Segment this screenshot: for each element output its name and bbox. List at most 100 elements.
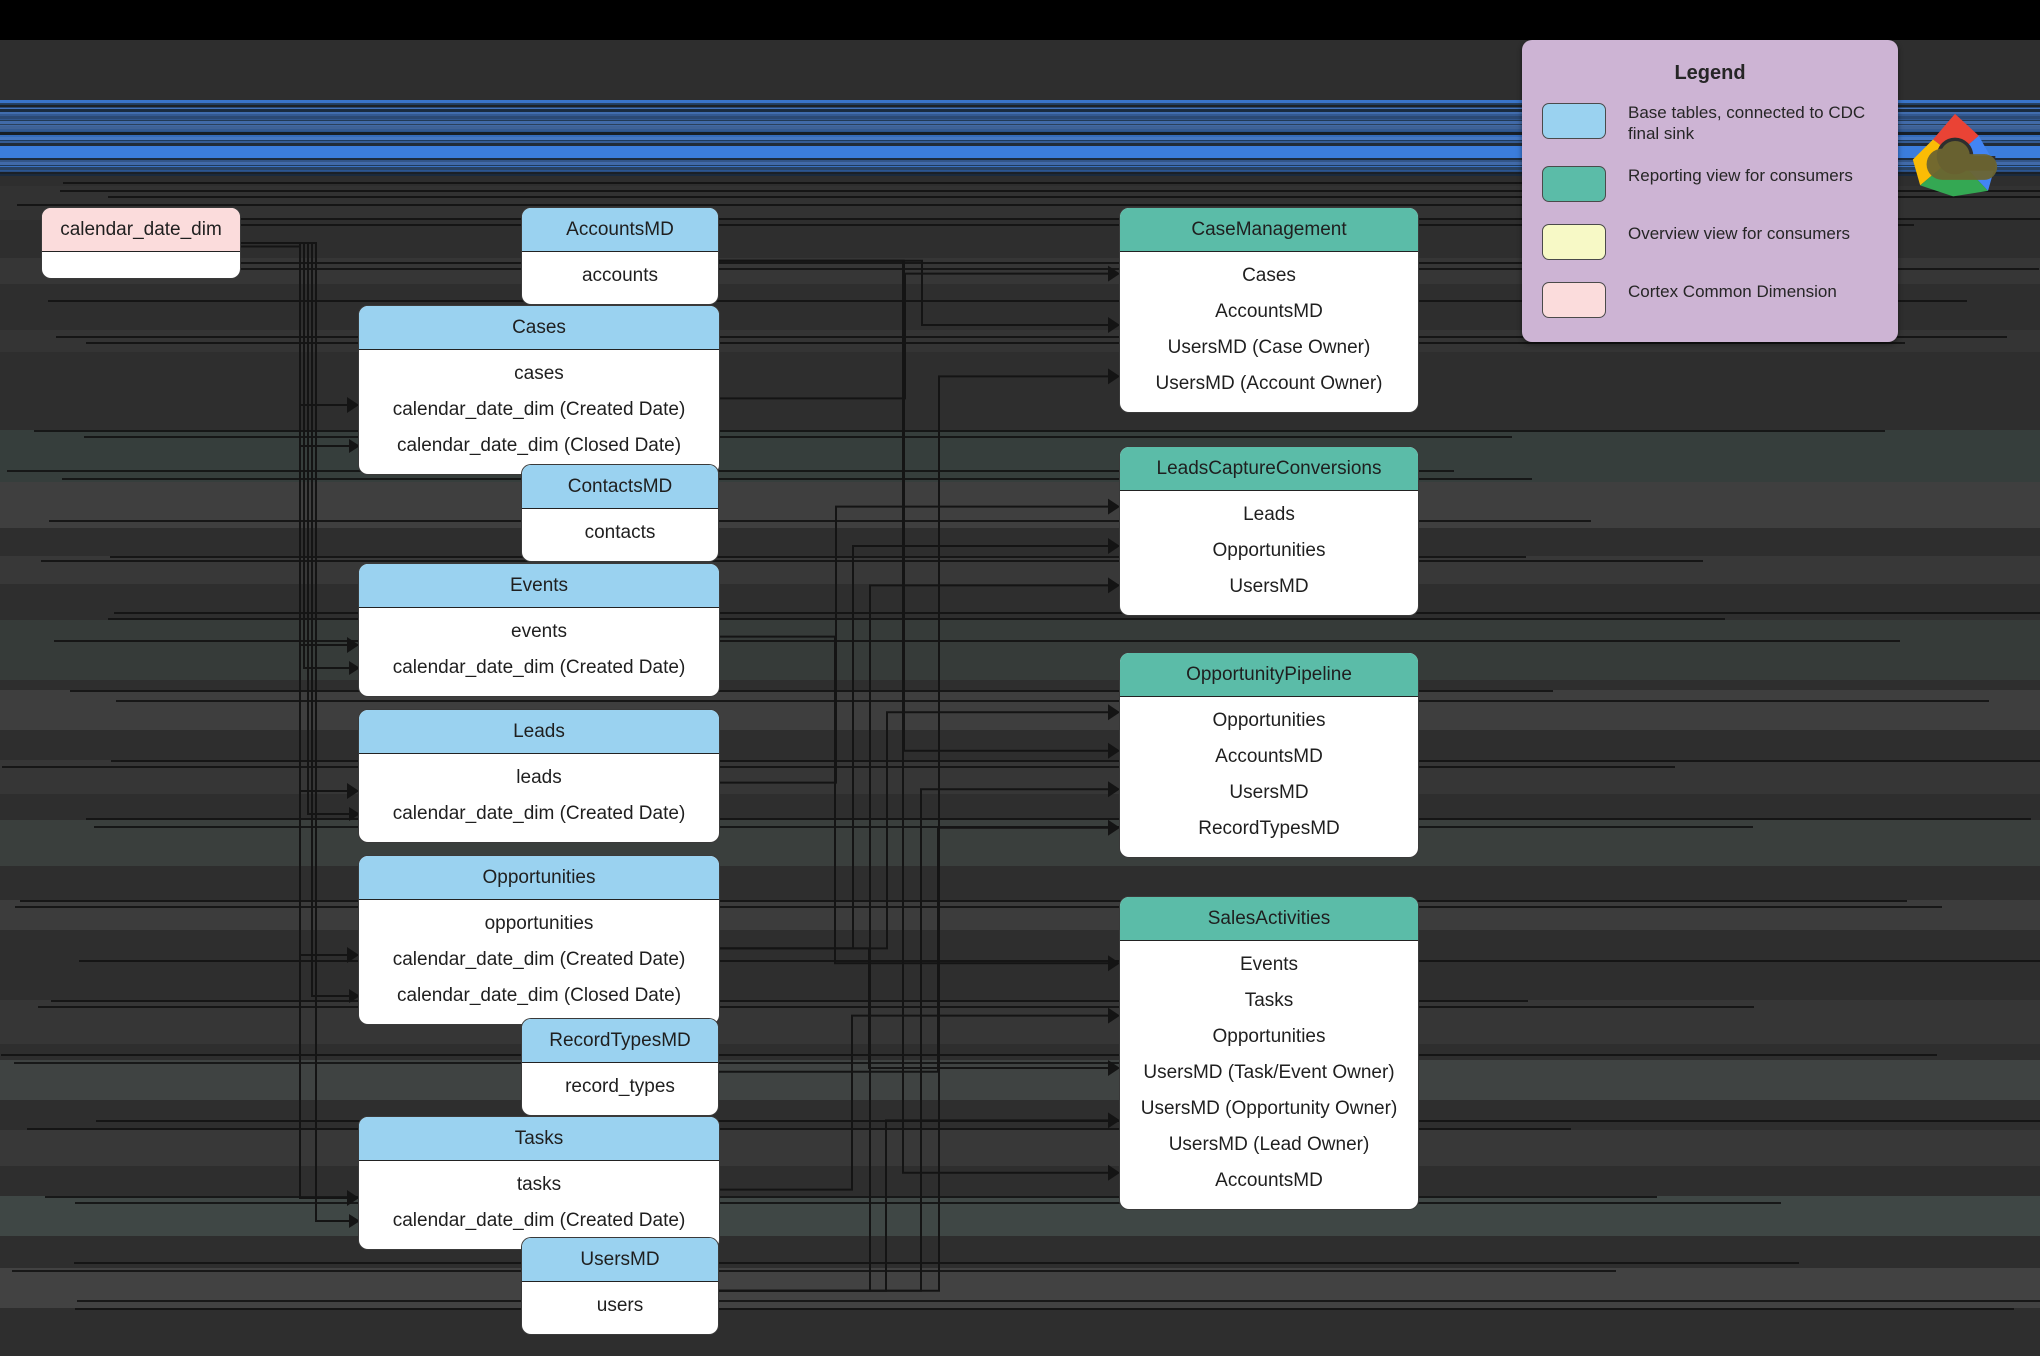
connector-Tasks-to-SalesActivities bbox=[719, 1016, 1108, 1190]
node-body: record_types bbox=[522, 1063, 718, 1115]
node-title: calendar_date_dim bbox=[42, 208, 240, 252]
node-body bbox=[42, 252, 240, 278]
node-row: Opportunities bbox=[1134, 1019, 1404, 1055]
legend-label: Cortex Common Dimension bbox=[1628, 282, 1837, 303]
node-row: UsersMD bbox=[1134, 775, 1404, 811]
node-row: contacts bbox=[536, 515, 704, 551]
legend-swatch-overview-view bbox=[1542, 224, 1606, 260]
node-OpportunityPipeline[interactable]: OpportunityPipelineOpportunitiesAccounts… bbox=[1120, 653, 1418, 857]
node-calendar_date_dim[interactable]: calendar_date_dim bbox=[42, 208, 240, 278]
node-row: calendar_date_dim (Created Date) bbox=[373, 650, 705, 686]
node-CaseManagement[interactable]: CaseManagementCasesAccountsMDUsersMD (Ca… bbox=[1120, 208, 1418, 412]
node-Cases[interactable]: Casescasescalendar_date_dim (Created Dat… bbox=[359, 306, 719, 474]
node-row: Leads bbox=[1134, 497, 1404, 533]
arrowhead-icon bbox=[1108, 538, 1120, 554]
connector-AccountsMD-to-SalesActivities bbox=[718, 261, 1108, 1173]
legend-title: Legend bbox=[1542, 62, 1878, 85]
legend-item-reporting-view: Reporting view for consumers bbox=[1542, 166, 1878, 202]
node-row: cases bbox=[373, 356, 705, 392]
node-AccountsMD[interactable]: AccountsMDaccounts bbox=[522, 208, 718, 304]
legend-rows: Base tables, connected to CDC final sink… bbox=[1542, 103, 1878, 318]
legend-item-overview-view: Overview view for consumers bbox=[1542, 224, 1878, 260]
node-row: UsersMD (Opportunity Owner) bbox=[1134, 1091, 1404, 1127]
connector-Events-to-SalesActivities bbox=[719, 637, 1108, 964]
node-body: EventsTasksOpportunitiesUsersMD (Task/Ev… bbox=[1120, 941, 1418, 1209]
arrowhead-icon bbox=[1108, 577, 1120, 593]
node-body: opportunitiescalendar_date_dim (Created … bbox=[359, 900, 719, 1024]
node-body: CasesAccountsMDUsersMD (Case Owner)Users… bbox=[1120, 252, 1418, 412]
node-title: OpportunityPipeline bbox=[1120, 653, 1418, 697]
connector-calendar_date_dim-to-Opportunities bbox=[240, 247, 347, 956]
node-title: Tasks bbox=[359, 1117, 719, 1161]
node-row: calendar_date_dim (Created Date) bbox=[373, 1203, 705, 1239]
node-title: Leads bbox=[359, 710, 719, 754]
google-cloud-logo bbox=[1900, 108, 2010, 204]
connector-Leads-to-LeadsCaptureConversions bbox=[719, 507, 1108, 783]
node-row: calendar_date_dim (Closed Date) bbox=[373, 428, 705, 464]
node-row: calendar_date_dim (Created Date) bbox=[373, 942, 705, 978]
node-title: LeadsCaptureConversions bbox=[1120, 447, 1418, 491]
connector-Opportunities-to-OpportunityPipeline bbox=[719, 712, 1108, 948]
connector-calendar_date_dim-to-Cases bbox=[240, 247, 347, 406]
connector-calendar_date_dim-to-Cases bbox=[240, 243, 349, 446]
connector-calendar_date_dim-to-Leads bbox=[240, 247, 347, 792]
arrowhead-icon bbox=[1108, 368, 1120, 384]
legend-label: Reporting view for consumers bbox=[1628, 166, 1853, 187]
node-row: UsersMD bbox=[1134, 569, 1404, 605]
node-row: UsersMD (Account Owner) bbox=[1134, 366, 1404, 402]
node-row: users bbox=[536, 1288, 704, 1324]
node-body: LeadsOpportunitiesUsersMD bbox=[1120, 491, 1418, 615]
node-title: Cases bbox=[359, 306, 719, 350]
legend-label: Overview view for consumers bbox=[1628, 224, 1850, 245]
node-Tasks[interactable]: Taskstaskscalendar_date_dim (Created Dat… bbox=[359, 1117, 719, 1249]
node-RecordTypesMD[interactable]: RecordTypesMDrecord_types bbox=[522, 1019, 718, 1115]
connector-calendar_date_dim-to-Tasks bbox=[240, 243, 349, 1221]
node-body: accounts bbox=[522, 252, 718, 304]
arrowhead-icon bbox=[347, 783, 359, 799]
connector-calendar_date_dim-to-Events bbox=[240, 247, 347, 646]
legend-swatch-base-tables bbox=[1542, 103, 1606, 139]
node-row: AccountsMD bbox=[1134, 739, 1404, 775]
node-row: leads bbox=[373, 760, 705, 796]
node-Leads[interactable]: Leadsleadscalendar_date_dim (Created Dat… bbox=[359, 710, 719, 842]
node-row: calendar_date_dim (Closed Date) bbox=[373, 978, 705, 1014]
connector-RecordTypesMD-to-OpportunityPipeline bbox=[718, 828, 1108, 1072]
legend-label: Base tables, connected to CDC final sink bbox=[1628, 103, 1878, 144]
node-row: opportunities bbox=[373, 906, 705, 942]
node-row: Tasks bbox=[1134, 983, 1404, 1019]
node-title: Opportunities bbox=[359, 856, 719, 900]
connector-UsersMD-to-OpportunityPipeline bbox=[718, 789, 1108, 1291]
node-body: leadscalendar_date_dim (Created Date) bbox=[359, 754, 719, 842]
node-UsersMD[interactable]: UsersMDusers bbox=[522, 1238, 718, 1334]
node-row: UsersMD (Task/Event Owner) bbox=[1134, 1055, 1404, 1091]
node-ContactsMD[interactable]: ContactsMDcontacts bbox=[522, 465, 718, 561]
node-row: AccountsMD bbox=[1134, 294, 1404, 330]
node-SalesActivities[interactable]: SalesActivitiesEventsTasksOpportunitiesU… bbox=[1120, 897, 1418, 1209]
node-row: Opportunities bbox=[1134, 703, 1404, 739]
node-row: calendar_date_dim (Created Date) bbox=[373, 796, 705, 832]
connector-UsersMD-to-CaseManagement bbox=[718, 376, 1108, 1290]
node-body: OpportunitiesAccountsMDUsersMDRecordType… bbox=[1120, 697, 1418, 857]
connector-calendar_date_dim-to-Events bbox=[240, 243, 349, 668]
legend-item-base-tables: Base tables, connected to CDC final sink bbox=[1542, 103, 1878, 144]
node-body: casescalendar_date_dim (Created Date)cal… bbox=[359, 350, 719, 474]
arrowhead-icon bbox=[1108, 317, 1120, 333]
node-title: Events bbox=[359, 564, 719, 608]
node-row: tasks bbox=[373, 1167, 705, 1203]
arrowhead-icon bbox=[1108, 1165, 1120, 1181]
connector-Opportunities-to-SalesActivities bbox=[719, 948, 1108, 1068]
node-Events[interactable]: Eventseventscalendar_date_dim (Created D… bbox=[359, 564, 719, 696]
node-body: users bbox=[522, 1282, 718, 1334]
node-row: accounts bbox=[536, 258, 704, 294]
node-Opportunities[interactable]: Opportunitiesopportunitiescalendar_date_… bbox=[359, 856, 719, 1024]
node-title: RecordTypesMD bbox=[522, 1019, 718, 1063]
node-body: eventscalendar_date_dim (Created Date) bbox=[359, 608, 719, 696]
arrowhead-icon bbox=[1108, 1008, 1120, 1024]
node-row: Events bbox=[1134, 947, 1404, 983]
legend-swatch-reporting-view bbox=[1542, 166, 1606, 202]
node-LeadsCaptureConversions[interactable]: LeadsCaptureConversionsLeadsOpportunitie… bbox=[1120, 447, 1418, 615]
node-body: taskscalendar_date_dim (Created Date) bbox=[359, 1161, 719, 1249]
node-title: CaseManagement bbox=[1120, 208, 1418, 252]
node-title: SalesActivities bbox=[1120, 897, 1418, 941]
